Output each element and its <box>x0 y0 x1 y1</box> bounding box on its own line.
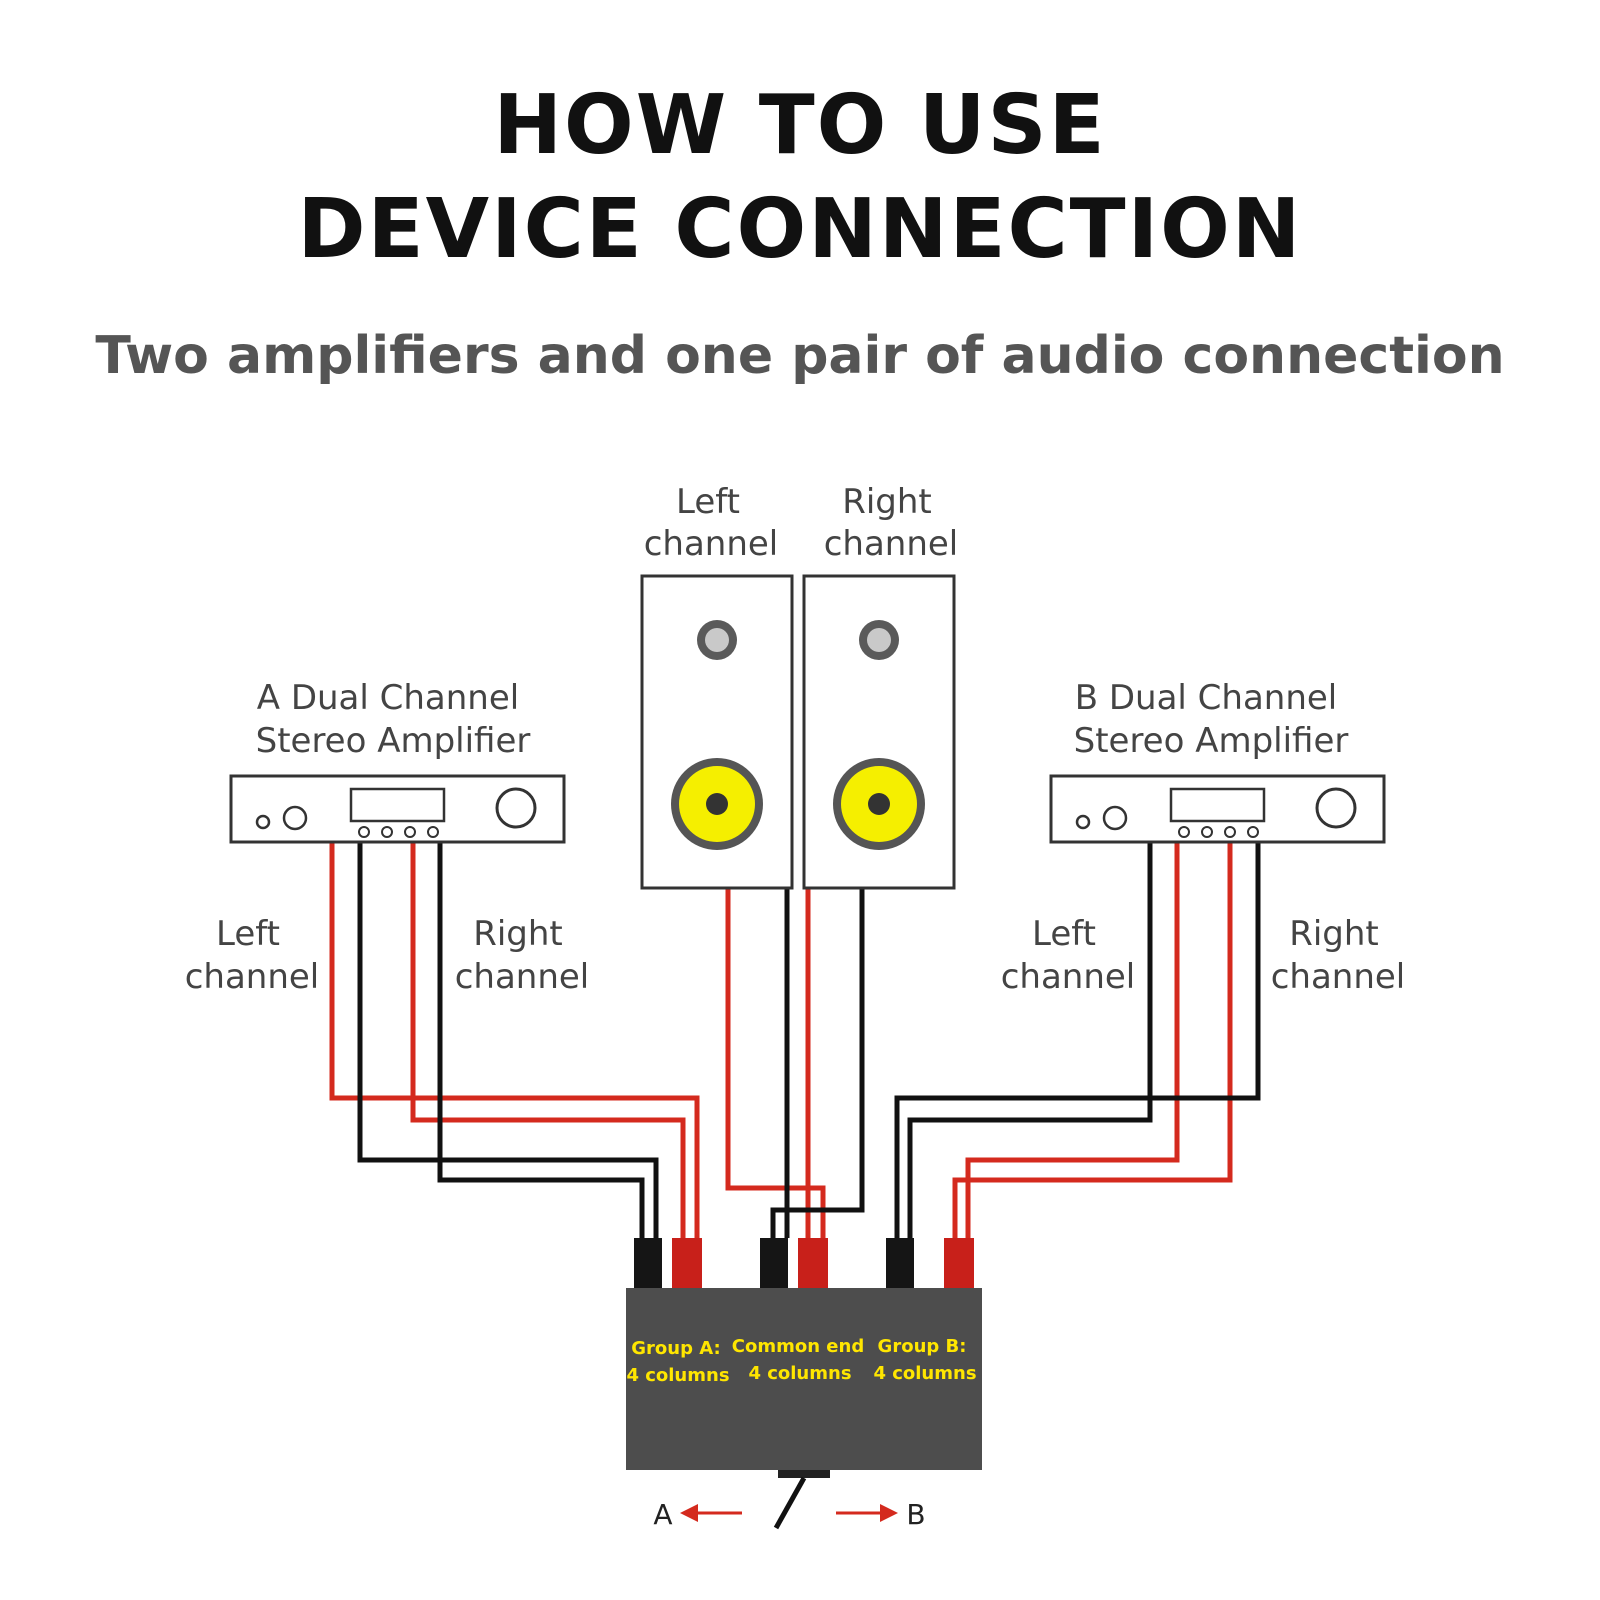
switch-box <box>626 1288 982 1470</box>
speaker-left <box>640 574 794 890</box>
subtitle: Two amplifiers and one pair of audio con… <box>95 326 1505 386</box>
amp-b-title-1: B Dual Channel <box>1075 678 1338 718</box>
amp-a-title-1: A Dual Channel <box>257 678 519 718</box>
amp-b-right-label-1: Right <box>1289 914 1379 954</box>
amp-a-left-positive-wire <box>329 842 700 1238</box>
terminal-post <box>798 1238 828 1290</box>
amp-a-left-label-1: Left <box>216 914 280 954</box>
common-end-label-1: Common end <box>732 1336 864 1357</box>
common-end-label-2: 4 columns <box>748 1363 851 1384</box>
terminal-posts <box>634 1238 974 1290</box>
speaker-left-positive-wire <box>725 888 826 1238</box>
group-a-label-1: Group A: <box>631 1338 720 1359</box>
amp-a-right-label-2: channel <box>455 957 590 997</box>
amp-a-left-label-2: channel <box>185 957 320 997</box>
amp-b-right-label-2: channel <box>1271 957 1406 997</box>
amp-b-left-positive-wire <box>965 842 1180 1238</box>
terminal-post <box>672 1238 702 1290</box>
amp-b-left-label-1: Left <box>1032 914 1096 954</box>
speaker-right-negative-wire <box>770 888 865 1238</box>
title-line-1: HOW TO USE <box>493 78 1107 173</box>
amp-a-title-2: Stereo Amplifier <box>256 721 531 761</box>
direction-a-label: A <box>653 1498 672 1531</box>
group-a-label-2: 4 columns <box>626 1365 729 1386</box>
speaker-left-label-2: channel <box>644 524 779 564</box>
wires <box>329 842 1261 1238</box>
group-b-label-1: Group B: <box>878 1336 967 1357</box>
amp-a-left-negative-wire <box>357 842 659 1238</box>
amp-b-left-label-2: channel <box>1001 957 1136 997</box>
direction-b-arrow <box>836 1504 898 1522</box>
amplifier-b <box>1049 774 1386 844</box>
switch-knob-base <box>778 1470 830 1478</box>
switch-lever[interactable] <box>773 1476 807 1530</box>
amp-a-right-positive-wire <box>410 842 686 1238</box>
speaker-right-label-2: channel <box>824 524 959 564</box>
group-b-label-2: 4 columns <box>873 1363 976 1384</box>
direction-a-arrow <box>680 1504 742 1522</box>
amp-b-title-2: Stereo Amplifier <box>1074 721 1349 761</box>
amp-a-right-negative-wire <box>437 842 645 1238</box>
speaker-left-label-1: Left <box>676 482 740 522</box>
terminal-post <box>760 1238 788 1290</box>
amp-b-right-positive-wire <box>952 842 1233 1238</box>
amp-b-left-negative-wire <box>907 842 1153 1238</box>
speaker-right-label-1: Right <box>842 482 932 522</box>
terminal-post <box>634 1238 662 1290</box>
title-line-2: DEVICE CONNECTION <box>297 182 1303 277</box>
amplifier-a <box>229 774 566 844</box>
amp-a-right-label-1: Right <box>473 914 563 954</box>
amp-b-right-negative-wire <box>894 842 1261 1238</box>
terminal-post <box>944 1238 974 1290</box>
direction-b-label: B <box>906 1498 925 1531</box>
terminal-post <box>886 1238 914 1290</box>
speaker-right <box>802 574 956 890</box>
